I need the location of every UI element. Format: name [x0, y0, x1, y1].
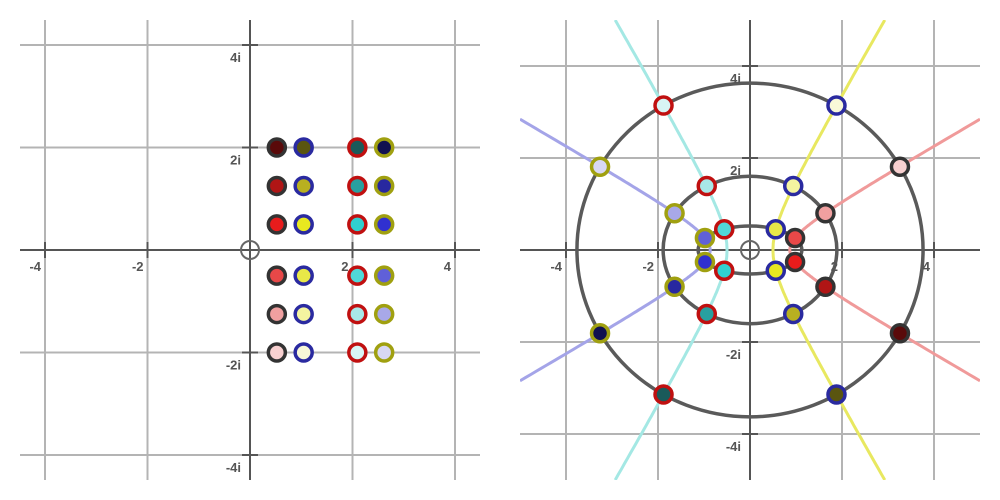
data-point: [889, 323, 911, 344]
data-point: [696, 303, 718, 325]
data-point: [266, 175, 288, 197]
data-point: [765, 260, 787, 281]
origin-marker: [240, 240, 260, 260]
plane-content: [20, 20, 480, 480]
y-tick-label: 4i: [230, 50, 241, 65]
data-point: [347, 342, 368, 363]
mapped-ellipse: [661, 174, 839, 326]
x-tick-label: 4: [444, 259, 452, 274]
x-tick-label: -2: [132, 259, 144, 274]
y-tick-label: 2i: [730, 163, 741, 178]
data-point: [293, 214, 314, 235]
mapped-ellipse: [696, 224, 804, 276]
plane-content: [520, 20, 980, 480]
data-point: [889, 156, 911, 177]
x-tick-label: -4: [29, 259, 41, 274]
data-point: [373, 342, 395, 363]
data-point: [293, 137, 314, 158]
data-point: [815, 202, 836, 224]
data-point: [713, 260, 735, 281]
x-tick-label: -4: [550, 259, 562, 274]
data-point: [765, 219, 787, 240]
x-tick-label: -2: [642, 259, 654, 274]
data-point: [782, 303, 804, 325]
mapped-curve: [613, 20, 729, 480]
mapped-curve: [771, 20, 887, 480]
data-point: [373, 137, 395, 158]
data-point: [293, 303, 314, 325]
data-point: [589, 323, 611, 344]
y-tick-label: -2i: [726, 347, 741, 362]
x-tick-label: 4: [923, 259, 931, 274]
data-point: [266, 265, 288, 286]
y-tick-label: 2i: [230, 153, 241, 168]
data-point: [694, 227, 716, 249]
data-point: [347, 214, 368, 235]
data-point: [347, 137, 368, 158]
data-point: [266, 137, 288, 158]
data-point: [347, 303, 368, 325]
x-tick-label: 2: [341, 259, 348, 274]
data-point: [293, 265, 314, 286]
data-point: [266, 303, 288, 325]
mapped-curve: [788, 117, 980, 383]
data-point: [784, 251, 806, 273]
data-point: [347, 175, 368, 197]
data-point: [713, 219, 735, 240]
data-point: [589, 156, 611, 177]
x-tick-label: 2: [831, 259, 838, 274]
data-point: [784, 227, 806, 249]
data-point: [373, 303, 395, 325]
origin-marker: [740, 240, 760, 260]
data-point: [293, 175, 314, 197]
data-point: [266, 214, 288, 235]
data-point: [696, 175, 718, 197]
data-point: [694, 251, 716, 273]
y-tick-label: -2i: [226, 358, 241, 373]
left-plane: -4 -2 2 4 4i 2i -2i -4i: [20, 20, 480, 480]
data-point: [373, 265, 395, 286]
data-point: [664, 202, 685, 224]
right-plane: -4 -2 2 4 4i 2i -2i -4i: [520, 20, 980, 480]
data-point: [293, 342, 314, 363]
data-point: [373, 214, 395, 235]
y-tick-label: 4i: [730, 71, 741, 86]
mapped-ellipse: [575, 81, 925, 419]
data-point: [664, 276, 685, 298]
data-point: [347, 265, 368, 286]
y-tick-label: -4i: [226, 460, 241, 475]
y-tick-label: -4i: [726, 439, 741, 454]
mapped-curve: [520, 117, 712, 383]
data-point: [782, 175, 804, 197]
data-point: [266, 342, 288, 363]
data-point: [826, 384, 847, 405]
data-point: [373, 175, 395, 197]
data-point: [653, 384, 674, 405]
data-point: [653, 95, 674, 116]
data-point: [815, 276, 836, 298]
data-point: [826, 95, 847, 116]
